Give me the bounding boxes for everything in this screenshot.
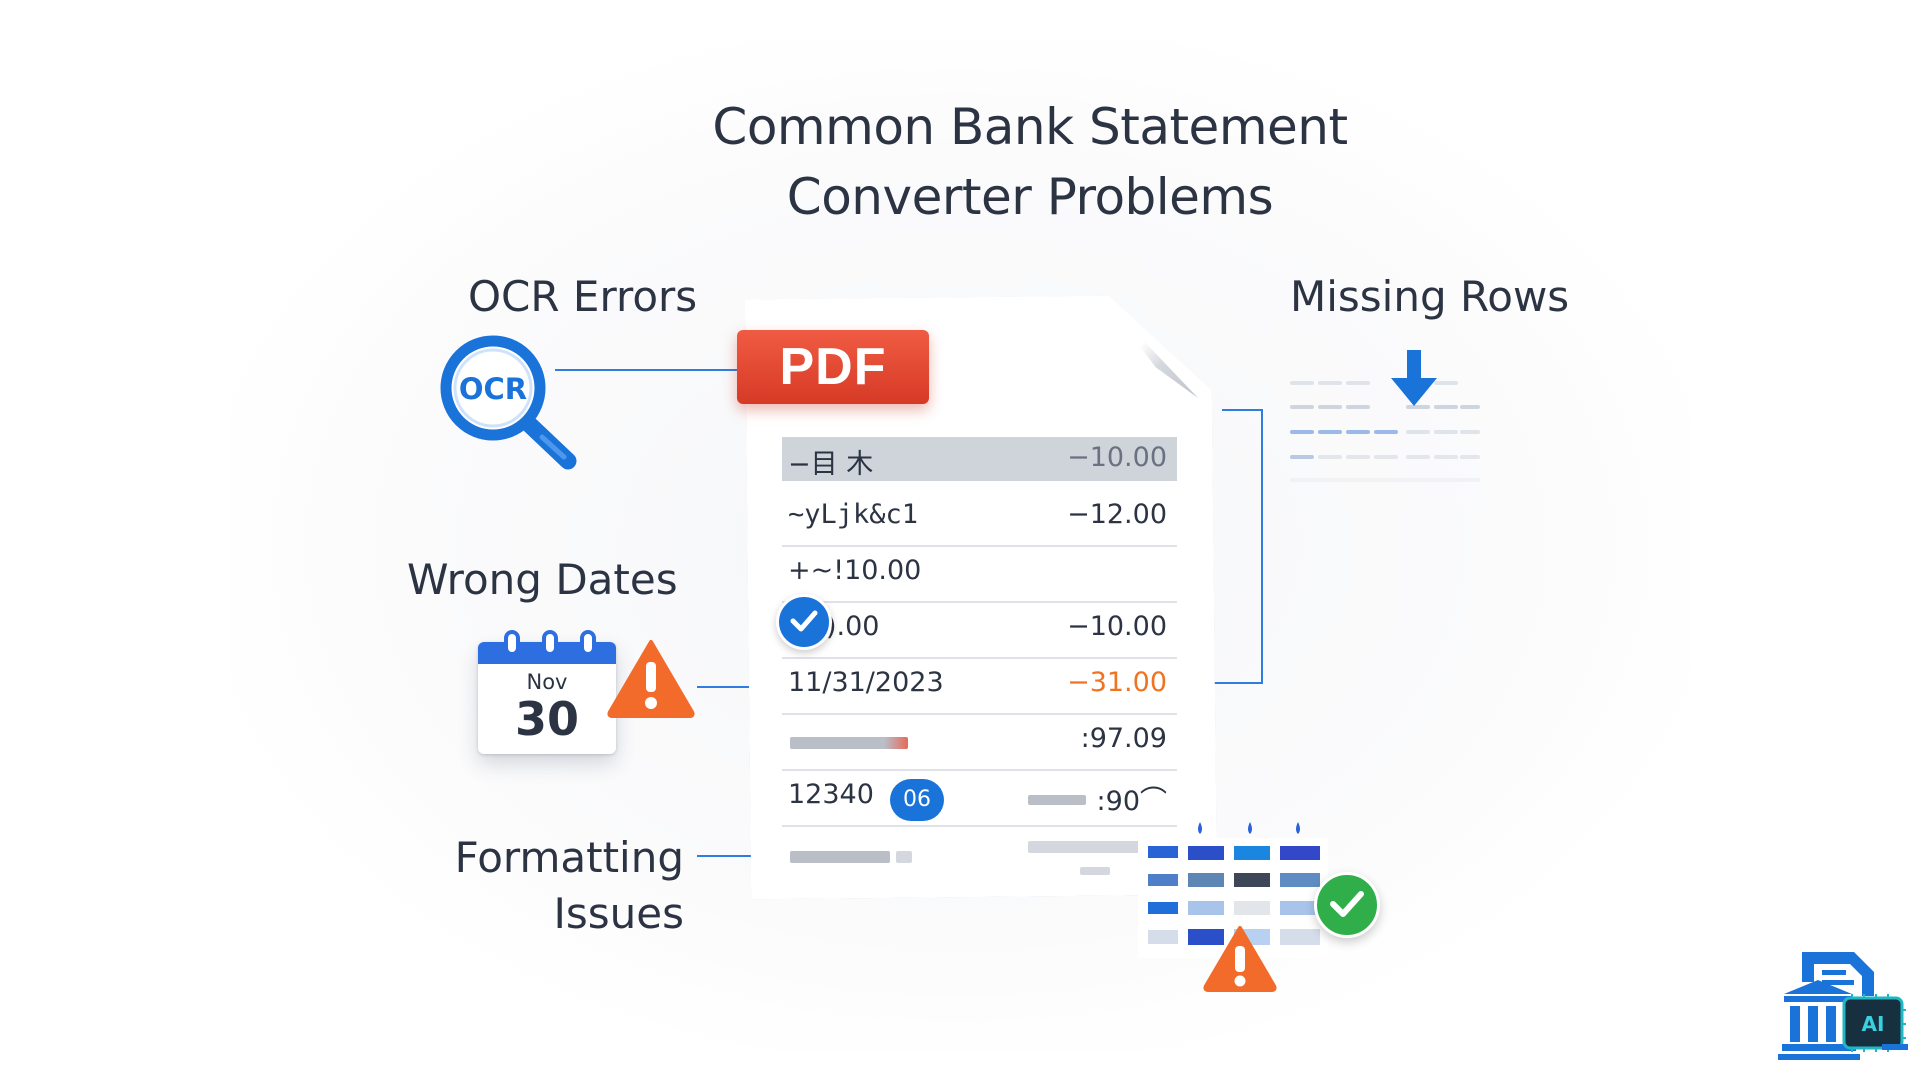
row-date: 11/31/2023 [788,667,944,698]
calendar-day: 30 [514,692,579,746]
statement-rows: −目 ⽊ −10.00 ~yLjk&c1 −12.00 +~!10.00 ).0… [782,437,1177,881]
calendar-rings [504,630,596,656]
label-ocr-errors: OCR Errors [468,272,698,321]
label-formatting-issues: Formatting Issues [455,830,684,942]
row-badge: 06 [890,779,944,821]
row-amount: :90⌒ [1096,786,1167,817]
pdf-badge: PDF [737,330,929,404]
redacted-bar [790,737,908,749]
redacted-bar [1028,795,1086,805]
row-amount: −12.00 [1067,499,1167,530]
redacted-bar [896,851,912,863]
statement-row: 12340 06 :90⌒ [782,771,1177,827]
label-wrong-dates: Wrong Dates [407,555,678,604]
row-text-left: +~!10.00 [788,555,922,586]
calendar-month: Nov [526,670,568,694]
row-text-left: 12340 [788,779,874,810]
label-missing-rows: Mi̇ssing Rows [1290,272,1570,321]
row-amount: −10.00 [1067,611,1167,642]
row-text-left: ).00 [826,611,880,642]
logo-ai-text: AI [1862,1012,1885,1036]
statement-row: ).00 −10.00 [782,603,1177,659]
page-title: Common Bank Statement Converter Problems [0,92,1920,232]
formatting-grid-illustration [1138,822,1328,992]
arrow-down-icon [1391,350,1437,406]
warning-icon [1203,926,1277,992]
check-icon [1314,872,1380,938]
redacted-bar [790,851,890,863]
statement-row [782,827,1177,881]
row-text-left: ~yLjk&c1 [788,499,919,530]
title-line-2: Converter Problems [786,168,1274,226]
statement-row: ~yLjk&c1 −12.00 [782,491,1177,547]
row-amount: −31.00 [1067,667,1167,698]
connector-ocr [555,369,745,371]
row-text-left: −目 ⽊ [788,449,874,480]
calendar-icon: Nov 30 [478,642,616,754]
bank-ai-logo: AI [1778,952,1908,1060]
statement-row: :97.09 [782,715,1177,771]
redacted-bar [1080,867,1110,875]
statement-row: +~!10.00 [782,547,1177,603]
label-formatting-line-2: Issues [553,889,685,938]
missing-rows-illustration [1290,350,1480,482]
title-line-1: Common Bank Statement [712,98,1348,156]
ocr-icon-text: OCR [459,372,527,406]
warning-icon [607,640,695,718]
label-formatting-line-1: Formatting [454,833,684,882]
ocr-search-icon: OCR [440,335,577,470]
row-amount: :97.09 [1080,723,1167,754]
row-amount: −10.00 [1067,442,1167,473]
statement-row: −目 ⽊ −10.00 [782,437,1177,481]
check-icon [776,594,832,650]
statement-row: 11/31/2023 −31.00 [782,659,1177,715]
redacted-bar [1028,841,1168,853]
